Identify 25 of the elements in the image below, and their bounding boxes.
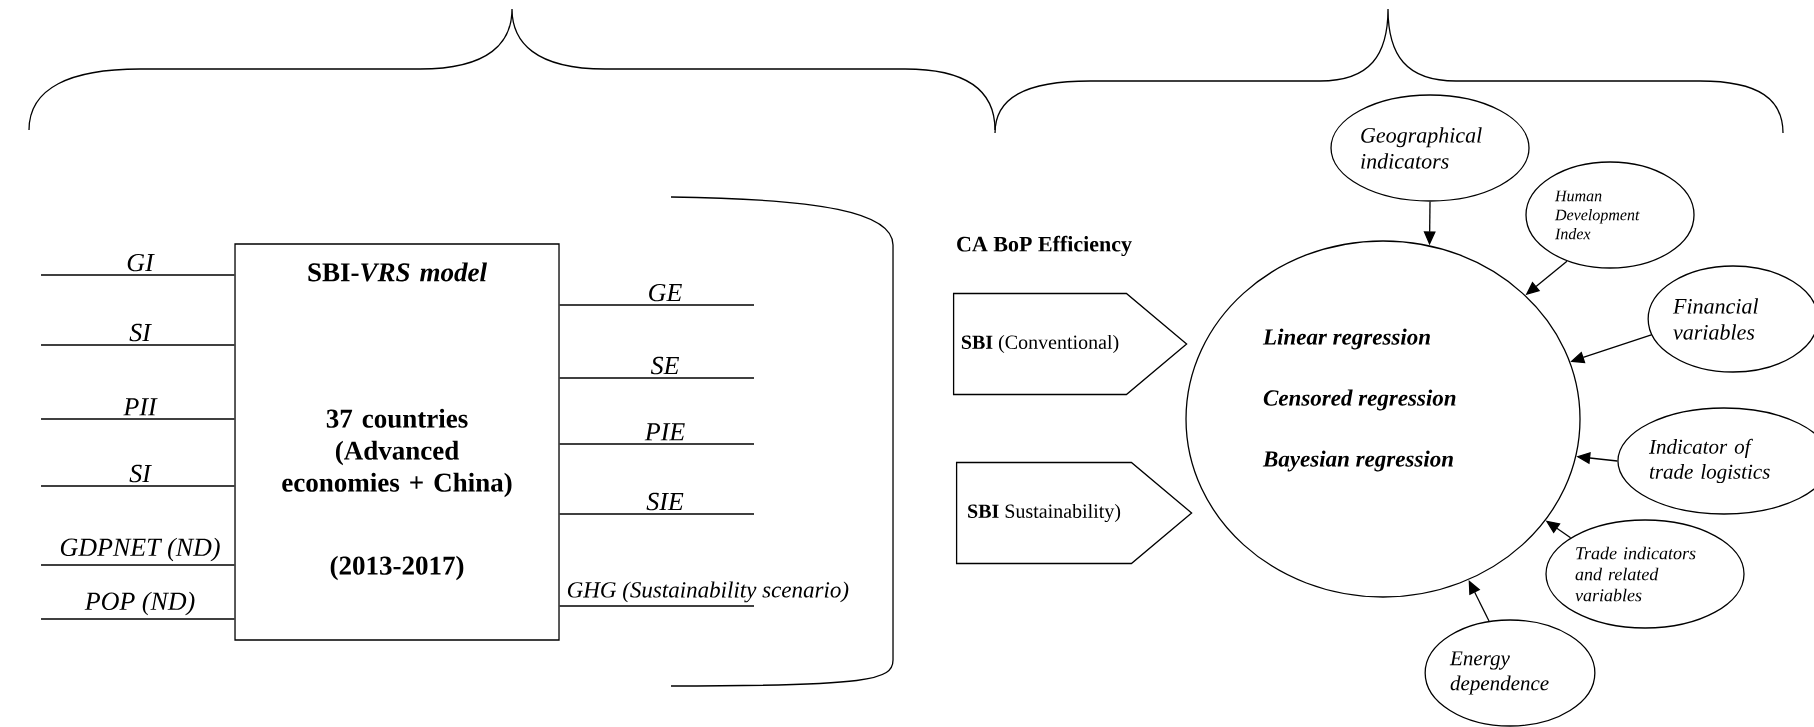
edge-label: SI bbox=[129, 464, 152, 483]
edge-label: GDPNET (ND) bbox=[60, 537, 220, 562]
input-line bbox=[40, 618, 235, 620]
heading: CA BoP Efficiency bbox=[957, 235, 1132, 257]
edge-label: PIE bbox=[644, 423, 685, 441]
edge-label: GE bbox=[649, 283, 682, 302]
arrow bbox=[1468, 580, 1490, 622]
output-line bbox=[559, 377, 755, 379]
input-line bbox=[40, 344, 235, 346]
edge-label: GHG (Sustainability scenario) bbox=[567, 581, 849, 603]
edge-label: SE bbox=[650, 356, 680, 375]
output-line bbox=[559, 304, 755, 306]
edge-label: SIE bbox=[646, 492, 684, 511]
output-line bbox=[559, 443, 755, 445]
input-line bbox=[40, 418, 235, 420]
input-line bbox=[40, 564, 235, 566]
edge-label: PII bbox=[123, 398, 158, 416]
edge-label: GI bbox=[127, 253, 155, 272]
edge-label: SI bbox=[129, 323, 152, 342]
model-box: SBI-VRS model 37 countries (Advanced economies + China) (2013-2017) bbox=[234, 243, 560, 641]
input-line bbox=[40, 274, 235, 276]
output-line bbox=[559, 605, 755, 607]
output-line bbox=[559, 513, 755, 515]
edge-label: POP (ND) bbox=[84, 591, 195, 616]
input-line bbox=[40, 485, 235, 487]
